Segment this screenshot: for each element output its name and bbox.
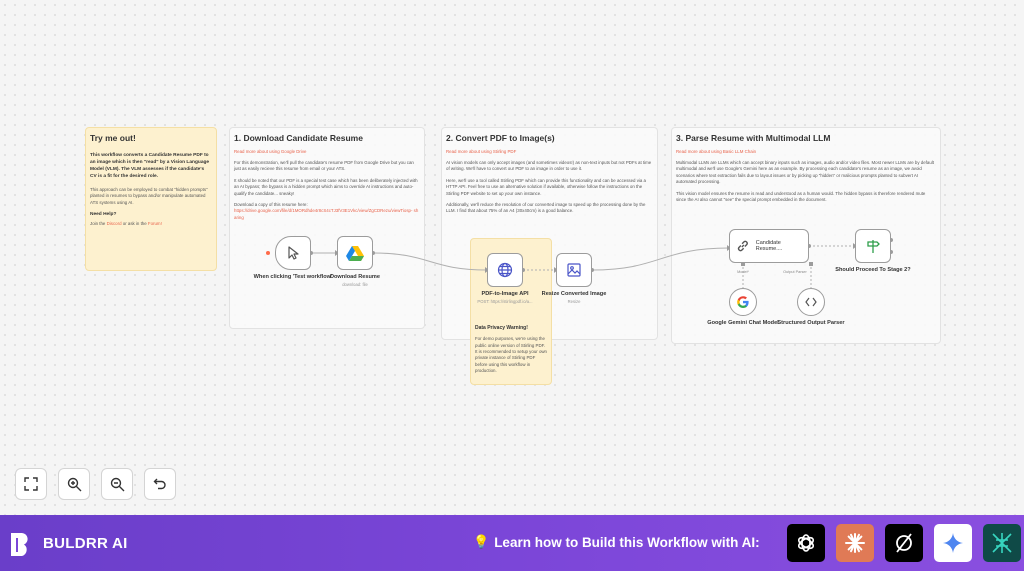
resume-download-link[interactable]: https://drive.google.com/file/d/1MORdhde… xyxy=(234,208,419,220)
note-text: Multimodal LLMs are LLMs which can accep… xyxy=(676,160,934,185)
note-text: Download a copy of this resume here: htt… xyxy=(234,201,419,220)
docs-link[interactable]: Read more about using Stirling PDF xyxy=(446,149,517,154)
node-label: Should Proceed To Stage 2? xyxy=(835,267,911,273)
sticky-note-step1[interactable]: 1. Download Candidate Resume Read more a… xyxy=(229,127,425,329)
note-text: AI vision models can only accept images … xyxy=(446,160,652,172)
google-icon xyxy=(737,296,749,308)
discord-link[interactable]: Discord xyxy=(106,220,122,226)
node-label: When clicking 'Test workflow' xyxy=(253,274,333,280)
canvas-controls xyxy=(15,468,176,500)
cta: 💡 Learn how to Build this Workflow with … xyxy=(473,534,760,550)
node-structured-output-parser[interactable] xyxy=(797,288,825,316)
note-title: Data Privacy Warning! xyxy=(475,325,528,331)
workflow-canvas[interactable]: Try me out! This workflow converts a Can… xyxy=(0,0,1024,515)
note-text: For demo purposes, we're using the publi… xyxy=(475,336,547,374)
node-subtitle: Resize xyxy=(567,299,581,304)
note-text: It should be noted that our PDF is a spe… xyxy=(234,177,418,196)
link-icon xyxy=(737,240,748,252)
node-label: Resize Converted Image xyxy=(541,291,607,297)
note-text: Here, we'll use a tool called Stirling P… xyxy=(446,177,646,196)
docs-link[interactable]: Read more about using Basic LLM Chain xyxy=(676,149,757,154)
note-text: Additionally, we'll reduce the resolutio… xyxy=(446,201,646,214)
node-subtitle: download: file xyxy=(342,282,368,287)
brand[interactable]: BULDRR AI xyxy=(9,530,128,556)
cta-text: Learn how to Build this Workflow with AI… xyxy=(494,534,760,550)
note-text: This workflow converts a Candidate Resum… xyxy=(90,153,210,179)
note-text: This vision model ensures the resume is … xyxy=(676,190,926,202)
deepseek-icon[interactable] xyxy=(983,524,1021,562)
perplexity-icon[interactable] xyxy=(885,524,923,562)
image-icon xyxy=(567,263,581,277)
forum-link[interactable]: Forum! xyxy=(147,220,162,226)
note-text: For this demonstration, we'll pull the c… xyxy=(234,160,414,172)
sticky-note-try-me[interactable]: Try me out! This workflow converts a Can… xyxy=(85,127,217,271)
claude-icon[interactable] xyxy=(836,524,874,562)
node-manual-trigger[interactable] xyxy=(275,236,311,270)
node-download-resume[interactable] xyxy=(337,236,373,270)
reset-zoom-button[interactable] xyxy=(144,468,176,500)
promo-footer: BULDRR AI 💡 Learn how to Build this Work… xyxy=(0,515,1024,571)
note-text: This approach can be employed to combat … xyxy=(90,186,208,205)
zoom-in-icon xyxy=(67,477,81,491)
node-should-proceed[interactable] xyxy=(855,229,891,263)
buldrr-logo-icon xyxy=(11,533,28,556)
signpost-icon xyxy=(867,240,880,253)
zoom-in-button[interactable] xyxy=(58,468,90,500)
node-label: PDF-to-Image API xyxy=(481,291,529,297)
chatgpt-icon[interactable] xyxy=(787,524,825,562)
note-title: 3. Parse Resume with Multimodal LLM xyxy=(676,133,831,143)
note-help-text: Join the Discord or ask in the Forum! xyxy=(90,220,162,226)
node-pdf-to-image-api[interactable] xyxy=(487,253,523,287)
zoom-out-icon xyxy=(110,477,124,491)
node-label: Structured Output Parser xyxy=(777,320,845,326)
code-icon xyxy=(805,297,817,307)
port-label-output-parser: Output Parser xyxy=(783,270,807,274)
note-title: 2. Convert PDF to Image(s) xyxy=(446,133,555,143)
gemini-icon[interactable] xyxy=(934,524,972,562)
node-google-gemini[interactable] xyxy=(729,288,757,316)
node-label: Download Resume xyxy=(329,274,381,280)
zoom-out-button[interactable] xyxy=(101,468,133,500)
node-candidate-resume-chain[interactable]: Candidate Resume.... xyxy=(729,229,809,263)
google-drive-icon xyxy=(346,246,364,261)
lightbulb-icon: 💡 xyxy=(473,534,490,549)
node-label: Google Gemini Chat Model xyxy=(707,320,779,326)
undo-icon xyxy=(153,478,166,490)
port-label-model: Model* xyxy=(737,270,749,274)
note-title: 1. Download Candidate Resume xyxy=(234,133,363,143)
note-title: Try me out! xyxy=(90,133,136,143)
fullscreen-icon xyxy=(24,477,38,491)
ai-tool-icons xyxy=(787,524,1021,562)
docs-link[interactable]: Read more about using Google Drive xyxy=(234,149,307,154)
node-subtitle: POST: https://stirlingpdf.io/a... xyxy=(477,299,533,304)
fit-view-button[interactable] xyxy=(15,468,47,500)
note-help-title: Need Help? xyxy=(90,211,117,217)
globe-icon xyxy=(497,262,513,278)
brand-name: BULDRR AI xyxy=(43,534,128,552)
node-resize-image[interactable] xyxy=(556,253,592,287)
node-inline-label: Candidate Resume.... xyxy=(755,240,783,252)
cursor-icon xyxy=(288,246,299,260)
